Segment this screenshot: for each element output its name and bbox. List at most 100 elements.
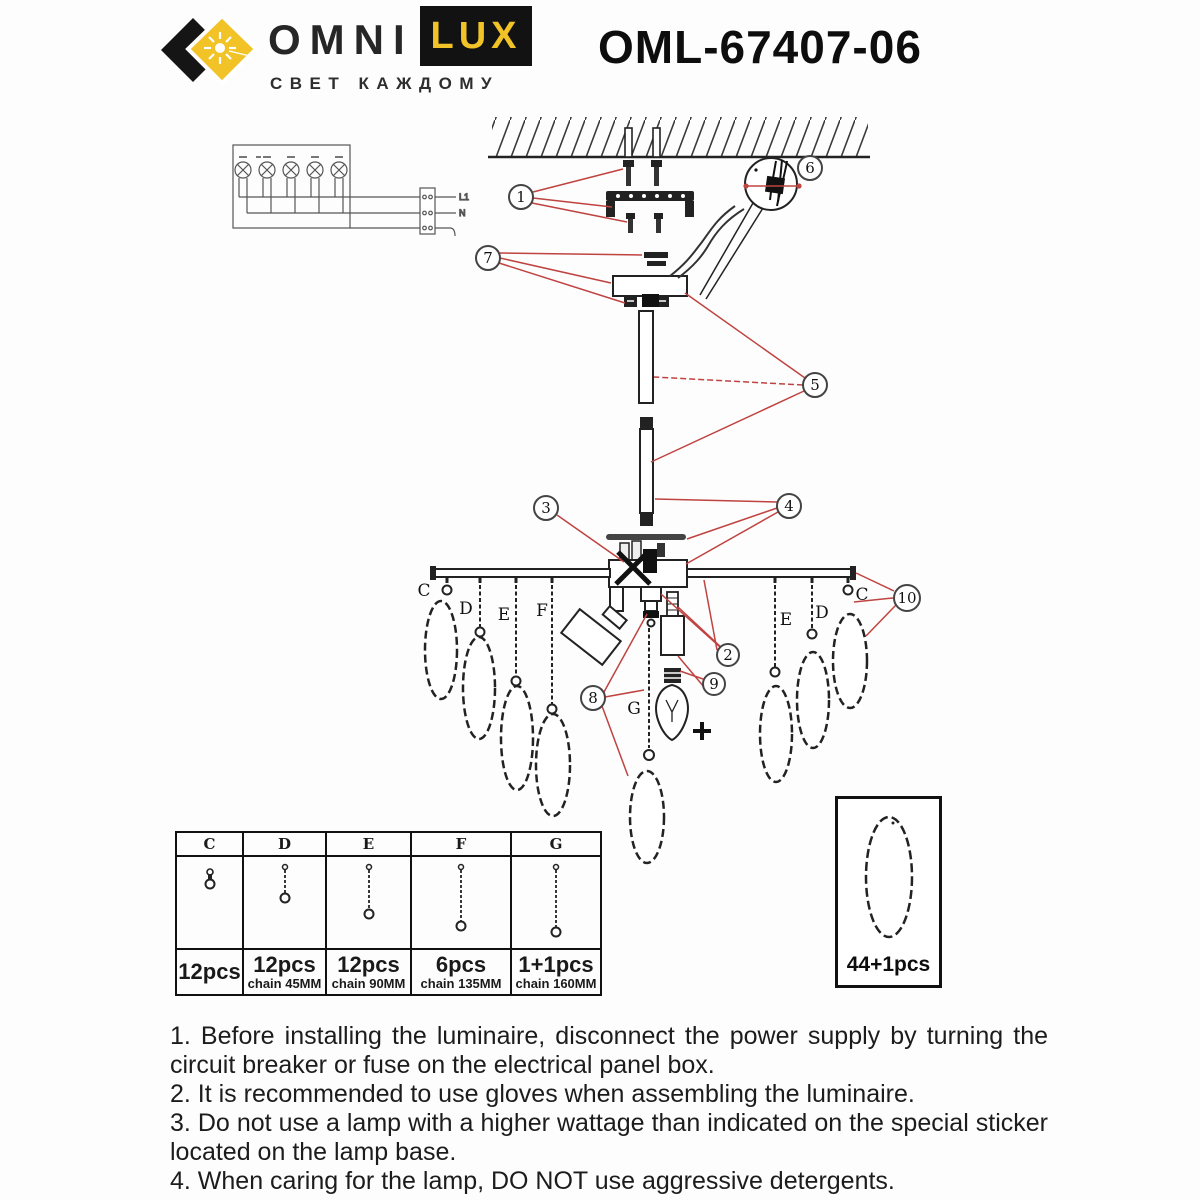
- label-e-left: E: [498, 605, 510, 625]
- col-header-g: G: [510, 831, 602, 857]
- wiring-schematic: L1 N: [232, 144, 470, 237]
- count-c: 12pcs: [178, 958, 241, 984]
- hanger-f: [534, 577, 572, 818]
- mounting-bracket: [606, 191, 694, 233]
- spotlight-head: [559, 586, 629, 667]
- lamp-socket: [660, 591, 685, 656]
- terminal-block: [419, 187, 436, 235]
- right-pendants: [758, 577, 869, 784]
- count-g: 1+1pcs: [518, 952, 594, 978]
- chain-g: chain 160MM: [515, 975, 597, 991]
- chain-sample-g-icon: [550, 863, 562, 938]
- finial-screw-icon: [693, 722, 711, 740]
- hub-body: [608, 540, 688, 588]
- brand-logo: [161, 13, 259, 86]
- brand-lux-box: LUX: [420, 6, 532, 66]
- lamp-symbols: [234, 161, 348, 179]
- label-d-right: D: [815, 603, 829, 623]
- svg-text:10: 10: [897, 589, 916, 607]
- sunburst-icon: [204, 32, 251, 64]
- col-header-d: D: [242, 831, 327, 857]
- chain-d: chain 45MM: [247, 975, 322, 991]
- svg-text:2: 2: [723, 646, 733, 664]
- col-header-c: C: [175, 831, 244, 857]
- label-c-right: C: [855, 585, 868, 605]
- right-arm: [686, 566, 856, 580]
- left-arm: [430, 566, 611, 580]
- ceiling: [488, 117, 870, 159]
- line-l1-label: L1: [459, 192, 469, 202]
- chain-f: chain 135MM: [420, 975, 502, 991]
- callout-leader-lines: [498, 168, 897, 777]
- hanger-c: [423, 577, 459, 701]
- count-e: 12pcs: [337, 952, 400, 978]
- label-d-left: D: [459, 599, 473, 619]
- pendant-oval-icon: [864, 815, 914, 939]
- callout-9-marker: 9: [702, 672, 726, 696]
- candle-bulb: [655, 668, 689, 742]
- brand-name-lux: LUX: [430, 14, 522, 57]
- supply-wires: [669, 205, 745, 279]
- count-d: 12pcs: [253, 952, 316, 978]
- svg-text:5: 5: [810, 376, 820, 394]
- chain-e: chain 90MM: [331, 975, 406, 991]
- decorative-plate: [606, 534, 686, 540]
- neutral-label: N: [459, 208, 466, 218]
- hanger-d: [461, 577, 497, 741]
- chain-sample-e-icon: [363, 863, 374, 920]
- brand-tagline: СВЕТ КАЖДОМУ: [270, 74, 500, 93]
- instructions-list: 1. Before installing the luminaire, disc…: [170, 1022, 1048, 1196]
- col-header-f: F: [410, 831, 512, 857]
- model-number-title: OML-67407-06: [598, 21, 922, 73]
- svg-text:3: 3: [541, 499, 551, 517]
- rod-section-1: [638, 310, 654, 404]
- callout-3-marker: 3: [533, 495, 559, 521]
- callout-7-marker: 7: [475, 245, 501, 271]
- callout-5-marker: 5: [802, 372, 828, 398]
- hanger-c-right: [831, 577, 869, 710]
- callout-8-marker: 8: [580, 685, 606, 711]
- wire-detail-magnifier: [699, 157, 802, 300]
- pendant-total-box: 44+1pcs: [835, 796, 942, 988]
- svg-text:1: 1: [516, 188, 526, 206]
- hanger-e: [499, 577, 535, 792]
- callout-6-marker: 6: [797, 155, 823, 181]
- svg-text:4: 4: [784, 497, 794, 515]
- col-header-e: E: [325, 831, 412, 857]
- parts-table-picture-row: [175, 855, 602, 950]
- pendant-total-count: 44+1pcs: [846, 953, 931, 976]
- chain-sample-d-icon: [279, 863, 290, 904]
- label-e-right: E: [780, 610, 792, 630]
- brand-name-omni: OMNI: [268, 16, 414, 63]
- callout-2-marker: 2: [716, 643, 740, 667]
- callout-1-marker: 1: [508, 184, 534, 210]
- chain-sample-c-icon: [204, 868, 215, 890]
- instruction-4: 4. When caring for the lamp, DO NOT use …: [170, 1167, 895, 1195]
- label-c-left: C: [417, 581, 430, 601]
- callout-10-marker: 10: [893, 584, 921, 612]
- svg-text:9: 9: [709, 675, 719, 693]
- canopy: [612, 275, 688, 307]
- rod-section-2: [639, 417, 654, 526]
- hanger-e-right: [758, 577, 794, 784]
- svg-text:6: 6: [805, 159, 815, 177]
- ceiling-anchors: [623, 127, 662, 186]
- label-g-center: G: [627, 699, 641, 719]
- g-chain-pendant: [628, 628, 666, 865]
- callout-4-marker: 4: [776, 493, 802, 519]
- wiring-lines: [238, 178, 421, 229]
- instruction-3: 3. Do not use a lamp with a higher watta…: [170, 1109, 1048, 1166]
- callout-markers: 1 7 6 5 4 3 2 9 8 10: [475, 155, 921, 711]
- left-pendants: [423, 577, 572, 818]
- part-letter-labels: C D E F G E D C: [417, 581, 868, 719]
- count-f: 6pcs: [435, 952, 487, 978]
- label-f-left: F: [536, 601, 548, 621]
- set-screws: [644, 252, 668, 266]
- svg-text:8: 8: [588, 689, 598, 707]
- parts-table-header-row: C D E F G: [175, 831, 602, 857]
- chain-sample-f-icon: [455, 863, 467, 932]
